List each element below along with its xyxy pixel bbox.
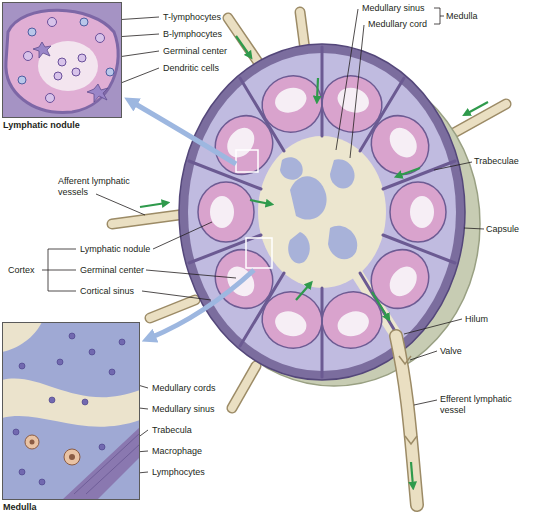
part-label: Cortex [8,265,35,276]
part-label: Trabeculae [474,156,519,167]
part-label: Cortical sinus [80,286,134,297]
part-label: Germinal center [80,265,144,276]
part-label: Lymphatic nodule [80,244,150,255]
part-label: Medullary sinus [362,3,425,14]
part-label: Macrophage [152,446,202,457]
part-label: Dendritic cells [163,63,219,74]
part-label: Efferent lymphatic vessel [440,394,522,416]
part-label: Afferent lymphatic vessels [58,176,138,198]
part-label: Trabecula [152,425,192,436]
nodule-inset-art [2,2,122,118]
part-label: Germinal center [163,46,227,57]
inset-caption: Medulla [3,502,37,513]
inset-panel: Medulla [2,322,140,500]
medulla-inset-art [2,322,140,500]
part-label: Medulla [446,11,478,22]
part-label: Capsule [486,224,519,235]
part-label: B-lymphocytes [163,29,222,40]
inset-panel: Lymphatic nodule [2,2,122,118]
part-label: Valve [440,346,462,357]
part-label: Medullary sinus [152,404,215,415]
part-label: Medullary cords [152,383,216,394]
part-label: Hilum [465,314,488,325]
inset-caption: Lymphatic nodule [3,120,80,131]
part-label: Medullary cord [368,19,427,30]
part-label: Lymphocytes [152,467,205,478]
part-label: T-lymphocytes [163,12,221,23]
